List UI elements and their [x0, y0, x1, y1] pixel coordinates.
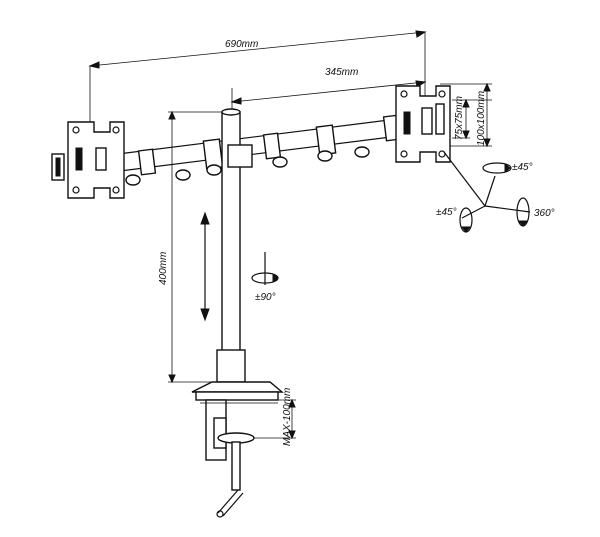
dimension-pole-height: 400mm	[158, 110, 222, 384]
label-400mm: 400mm	[158, 252, 169, 285]
crossbar-arm	[109, 114, 408, 186]
label-rotation-tilt: ±45°	[512, 162, 533, 173]
label-690mm: 690mm	[225, 39, 258, 50]
rotation-cluster: ±45° ±45° 360°	[436, 151, 555, 233]
label-rotation-pole: ±90°	[255, 292, 276, 303]
label-345mm: 345mm	[325, 67, 358, 78]
pole	[216, 108, 253, 383]
dimension-total-width: 690mm	[88, 30, 427, 128]
dimension-clamp: MAX-100mm	[244, 388, 296, 446]
label-vesa-100: 100x100mm	[476, 91, 487, 146]
vesa-plate-right	[395, 85, 451, 163]
vesa-plate-left	[51, 121, 125, 199]
label-rotation-swivel: ±45°	[436, 207, 457, 218]
desk-clamp	[191, 381, 284, 518]
label-clamp-max: MAX-100mm	[282, 388, 293, 446]
label-vesa-75: 75x75mm	[454, 96, 465, 140]
dimension-vesa: 75x75mm 100x100mm	[440, 82, 492, 148]
label-rotation-360: 360°	[534, 208, 555, 219]
rotation-pole: ±90°	[251, 252, 279, 303]
